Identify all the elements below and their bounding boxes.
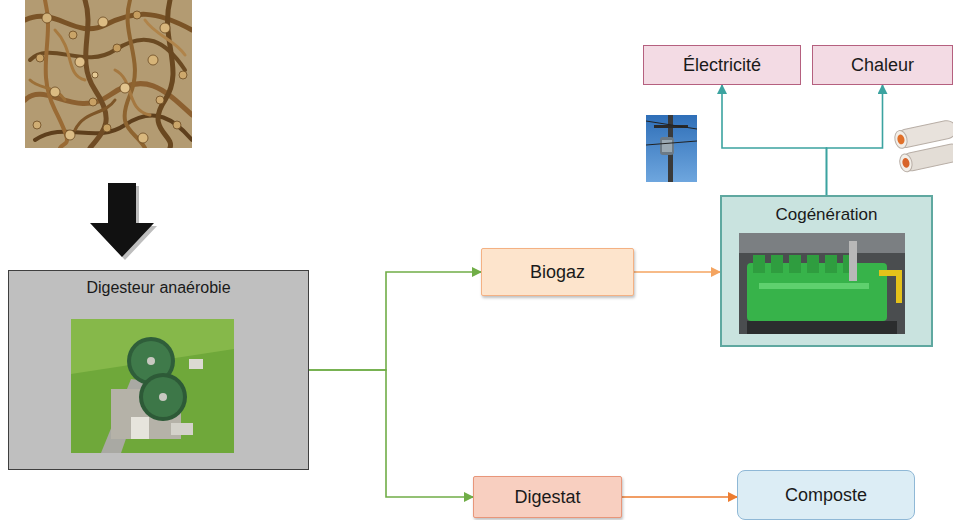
illustration-part xyxy=(113,44,121,52)
illustration-part xyxy=(25,0,192,148)
cogeneration-box: Cogénération xyxy=(720,195,933,347)
illustration-part xyxy=(42,13,52,23)
illustration-part xyxy=(893,120,953,173)
illustration-part xyxy=(71,319,234,453)
illustration-part xyxy=(33,11,187,143)
digester-box: Digesteur anaérobie xyxy=(8,270,309,470)
node-label: Digestat xyxy=(514,487,580,508)
illustration-part xyxy=(159,393,167,401)
heat-pipe-photo xyxy=(893,120,953,175)
illustration-part xyxy=(753,255,765,273)
pylon-photo xyxy=(646,115,697,182)
illustration-part xyxy=(30,80,65,100)
illustration-part xyxy=(25,0,192,148)
illustration-part xyxy=(896,134,905,145)
illustration-part xyxy=(646,141,697,145)
flow-arrow xyxy=(622,496,737,498)
illustration-part xyxy=(759,283,869,289)
illustration-part xyxy=(893,129,908,149)
illustration-part xyxy=(25,0,192,148)
node-label: Digesteur anaérobie xyxy=(9,279,308,297)
illustration-part xyxy=(98,17,108,27)
illustration-part xyxy=(33,121,41,129)
engine-photo xyxy=(739,233,905,334)
output-box: Électricité xyxy=(643,45,801,85)
illustration-part xyxy=(156,96,164,104)
illustration-part xyxy=(103,124,111,132)
node-label: Cogénération xyxy=(722,205,931,225)
illustration-part xyxy=(646,121,697,129)
illustration-part xyxy=(179,71,187,79)
illustration-part xyxy=(75,57,85,67)
illustration-part xyxy=(147,357,155,365)
feed-arrow xyxy=(88,183,158,263)
illustration-part xyxy=(173,121,181,129)
illustration-part xyxy=(739,233,905,253)
illustration-part xyxy=(825,255,837,273)
illustration-part xyxy=(807,255,819,273)
illustration-part xyxy=(148,55,158,65)
node-label: Composte xyxy=(785,485,867,506)
illustration-part xyxy=(65,130,75,140)
illustration-part xyxy=(789,255,801,273)
flow-arrow xyxy=(827,85,883,195)
illustration-part xyxy=(849,241,857,281)
illustration-part xyxy=(898,153,913,173)
illustration-part xyxy=(660,137,674,155)
illustration-part xyxy=(131,417,149,439)
flow-arrow xyxy=(634,271,720,273)
illustration-part xyxy=(50,87,60,97)
illustration-part xyxy=(662,140,672,152)
illustration-part xyxy=(747,321,897,334)
illustration-part xyxy=(189,359,203,369)
node-label: Chaleur xyxy=(851,55,914,76)
digester-photo xyxy=(71,319,234,453)
illustration-part xyxy=(69,31,77,39)
process-box: Digestat xyxy=(473,476,622,518)
illustration-part xyxy=(171,423,193,435)
illustration-part xyxy=(90,183,154,257)
flow-arrow xyxy=(722,85,827,195)
output-box: Composte xyxy=(737,470,915,520)
illustration-part xyxy=(901,157,910,168)
illustration-part xyxy=(145,20,185,55)
illustration-part xyxy=(771,255,783,273)
process-box: Biogaz xyxy=(481,248,634,296)
illustration-part xyxy=(158,0,173,148)
flow-arrow xyxy=(309,370,473,497)
illustration-part xyxy=(30,40,185,70)
node-label: Électricité xyxy=(683,55,761,76)
node-label: Biogaz xyxy=(530,262,585,283)
illustration-part xyxy=(120,83,130,93)
output-box: Chaleur xyxy=(812,45,953,85)
illustration-part xyxy=(143,377,183,417)
illustration-part xyxy=(89,98,97,106)
illustration-part xyxy=(879,273,899,303)
illustration-part xyxy=(739,233,905,334)
illustration-part xyxy=(139,373,187,421)
illustration-part xyxy=(160,23,170,33)
illustration-part xyxy=(115,70,150,115)
illustration-part xyxy=(646,115,697,182)
illustration-part xyxy=(55,30,85,80)
seaweed-photo xyxy=(25,0,192,148)
illustration-part xyxy=(36,54,44,62)
illustration-part xyxy=(92,72,98,78)
illustration-part xyxy=(138,133,148,143)
illustration-part xyxy=(125,0,145,148)
illustration-part xyxy=(133,11,141,19)
flow-arrow xyxy=(309,272,481,370)
